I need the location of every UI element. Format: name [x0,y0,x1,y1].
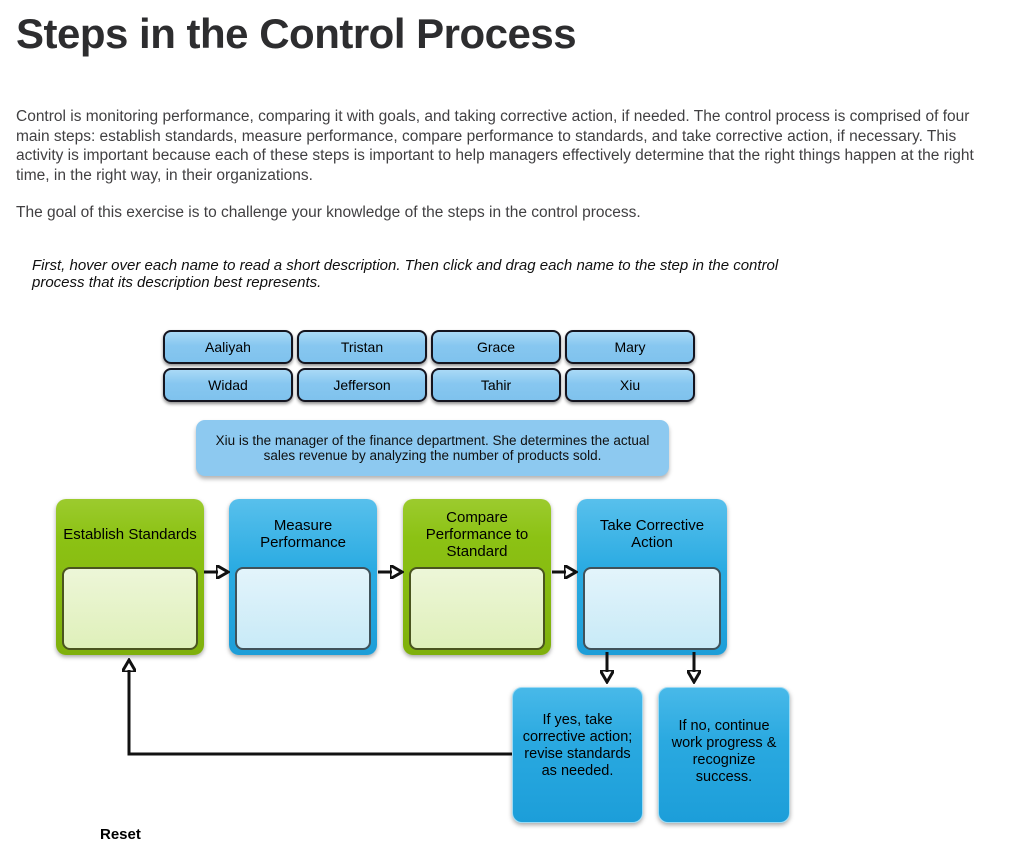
drop-zone-establish-standards[interactable] [62,567,198,650]
reset-button[interactable]: Reset [100,826,141,843]
drop-zone-take-corrective-action[interactable] [583,567,721,650]
step-label-compare-performance: Compare Performance to Standard [425,508,529,560]
outcome-box-yes: If yes, take corrective action; revise s… [512,687,643,823]
instructions-text: First, hover over each name to read a sh… [32,257,779,291]
outcome-box-no: If no, continue work progress & recogniz… [658,687,790,823]
name-tile-jefferson[interactable]: Jefferson [297,368,427,402]
name-tile-tristan[interactable]: Tristan [297,330,427,364]
outcome-no-text: If no, continue work progress & recogniz… [671,718,777,785]
feedback-loop-arrow [129,670,512,756]
intro-paragraph: Control is monitoring performance, compa… [16,108,974,184]
step-label-measure-performance: Measure Performance [260,517,346,551]
name-tile-grace[interactable]: Grace [431,330,561,364]
description-popup: Xiu is the manager of the finance depart… [196,420,669,476]
drop-zone-measure-performance[interactable] [235,567,371,650]
step-measure-performance: Measure Performance [229,499,377,655]
goal-paragraph: The goal of this exercise is to challeng… [16,204,641,221]
name-tile-row-1: Aaliyah Tristan Grace Mary [163,330,695,364]
name-tile-row-2: Widad Jefferson Tahir Xiu [163,368,695,402]
step-establish-standards: Establish Standards [56,499,204,655]
step-label-establish-standards: Establish Standards [63,525,197,543]
name-tile-aaliyah[interactable]: Aaliyah [163,330,293,364]
page-title: Steps in the Control Process [16,10,577,57]
step-compare-performance: Compare Performance to Standard [403,499,551,655]
description-popup-text: Xiu is the manager of the finance depart… [215,432,650,464]
outcome-yes-text: If yes, take corrective action; revise s… [522,712,633,779]
name-tile-xiu[interactable]: Xiu [565,368,695,402]
name-tile-tahir[interactable]: Tahir [431,368,561,402]
step-label-take-corrective-action: Take Corrective Action [599,517,705,551]
name-tile-mary[interactable]: Mary [565,330,695,364]
drop-zone-compare-performance[interactable] [409,567,545,650]
name-tile-widad[interactable]: Widad [163,368,293,402]
step-take-corrective-action: Take Corrective Action [577,499,727,655]
